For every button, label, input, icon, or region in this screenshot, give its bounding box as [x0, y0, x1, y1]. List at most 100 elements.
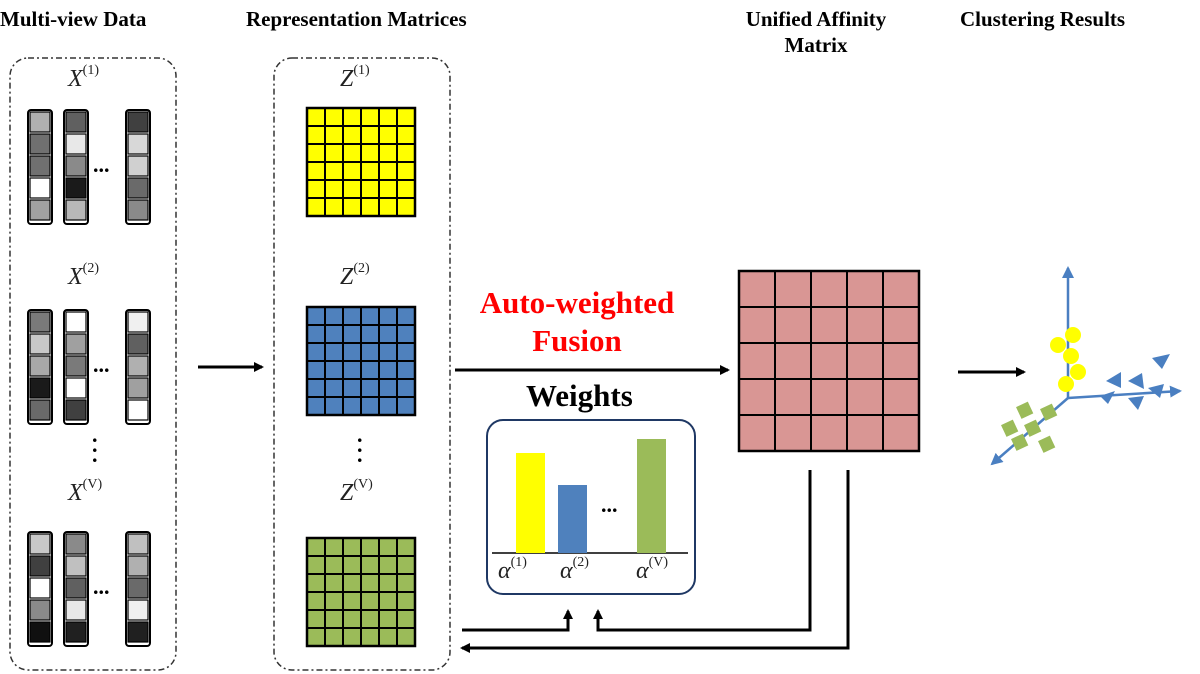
ellipsis-viewv: ...	[93, 574, 110, 599]
affinity-matrix-cell	[846, 378, 884, 416]
affinity-matrix-cell	[774, 270, 812, 308]
header-clustering-results: Clustering Results	[960, 7, 1126, 31]
feature-cell	[127, 111, 149, 133]
label-z2: Z(2)	[340, 261, 370, 291]
z2-matrix-cell	[396, 378, 416, 398]
label-alpha-v-index: (V)	[648, 555, 669, 570]
label-alpha-2: α(2)	[560, 555, 589, 585]
z2-matrix-cell	[306, 378, 326, 398]
label-x2-letter: X	[68, 264, 83, 290]
label-z2-letter: Z	[340, 264, 354, 290]
z1-matrix-cell	[342, 125, 362, 145]
zv-matrix-cell	[306, 555, 326, 575]
header-unified-line1: Unified Affinity	[745, 7, 887, 31]
zv-matrix-cell	[396, 573, 416, 593]
zv-matrix-cell	[360, 627, 380, 647]
z2-matrix-cell	[360, 342, 380, 362]
representation-matrices-box	[273, 57, 451, 671]
zv-matrix-cell	[324, 573, 344, 593]
feature-cell	[29, 555, 51, 577]
cluster-point-blue	[1148, 384, 1164, 398]
feature-cell	[127, 533, 149, 555]
representation-grids	[305, 106, 417, 648]
z2-matrix-cell	[306, 324, 326, 344]
feature-cell	[65, 199, 87, 221]
zv-matrix-cell	[378, 627, 398, 647]
feature-cell	[127, 177, 149, 199]
zv-matrix-cell	[306, 573, 326, 593]
label-alpha-1-index: (1)	[510, 555, 527, 570]
cluster-point-yellow	[1063, 348, 1079, 364]
zv-matrix-cell	[378, 573, 398, 593]
label-x1-letter: X	[68, 66, 83, 92]
feature-cell	[65, 111, 87, 133]
affinity-matrix-cell	[738, 270, 776, 308]
zv-matrix-cell	[342, 627, 362, 647]
z1-matrix-cell	[306, 161, 326, 181]
zv-matrix-cell	[324, 555, 344, 575]
cluster-point-blue	[1128, 396, 1144, 410]
feature-cell	[65, 155, 87, 177]
z1-matrix-cell	[396, 143, 416, 163]
zv-matrix-border	[305, 536, 417, 648]
z2-matrix-cell	[396, 324, 416, 344]
z2-matrix-cell	[342, 360, 362, 380]
affinity-matrix-cell	[810, 306, 848, 344]
feature-cell	[127, 311, 149, 333]
z2-matrix-cell	[342, 324, 362, 344]
z1-matrix-cell	[360, 143, 380, 163]
z1-matrix-cell	[324, 179, 344, 199]
feature-cell	[29, 311, 51, 333]
z1-matrix-cell	[396, 161, 416, 181]
feature-cell	[127, 355, 149, 377]
feature-cell	[29, 577, 51, 599]
view-vectors	[27, 109, 151, 647]
z1-matrix-cell	[342, 161, 362, 181]
z1-matrix-border	[305, 106, 417, 218]
z1-matrix-cell	[342, 143, 362, 163]
z1-matrix-cell	[324, 161, 344, 181]
auto-weighted-fusion-label: Auto-weighted Fusion	[462, 284, 692, 360]
z2-matrix-cell	[396, 396, 416, 416]
feature-cell	[127, 377, 149, 399]
affinity-matrix-cell	[738, 414, 776, 452]
feature-cell	[29, 621, 51, 643]
zv-matrix-cell	[324, 591, 344, 611]
feedback-arrow-to-weights	[462, 609, 573, 632]
axis-horizontal	[1067, 385, 1182, 400]
feature-cell	[65, 555, 87, 577]
label-alpha-2-letter: α	[560, 558, 573, 584]
ellipsis-weights: ...	[601, 492, 618, 517]
cluster-point-yellow	[1058, 376, 1074, 392]
z1-matrix-cell	[360, 125, 380, 145]
affinity-matrix-cell	[774, 414, 812, 452]
z2-matrix-cell	[360, 306, 380, 326]
zv-matrix-cell	[306, 591, 326, 611]
z2-matrix-cell	[306, 360, 326, 380]
z2-matrix-cell	[396, 306, 416, 326]
label-alpha-1-letter: α	[498, 558, 511, 584]
z2-matrix-cell	[378, 378, 398, 398]
z2-matrix-cell	[342, 342, 362, 362]
feature-cell	[65, 533, 87, 555]
z1-matrix-cell	[306, 197, 326, 217]
ellipsis-view2: ...	[93, 352, 110, 377]
label-z1: Z(1)	[340, 63, 370, 93]
weights-title: Weights	[526, 378, 633, 413]
affinity-matrix-cell	[810, 414, 848, 452]
weight-bar-alpha-2	[558, 485, 587, 553]
feature-cell	[29, 111, 51, 133]
affinity-matrix-border	[737, 269, 921, 453]
zv-matrix-cell	[342, 555, 362, 575]
affinity-matrix-cell	[738, 378, 776, 416]
feature-cell	[127, 399, 149, 421]
z1-matrix-cell	[396, 107, 416, 127]
feature-cell	[29, 377, 51, 399]
z2-matrix-cell	[342, 378, 362, 398]
z1-matrix-cell	[378, 107, 398, 127]
z2-matrix-cell	[324, 360, 344, 380]
feature-cell	[29, 199, 51, 221]
feature-cell	[29, 155, 51, 177]
feature-cell	[29, 133, 51, 155]
